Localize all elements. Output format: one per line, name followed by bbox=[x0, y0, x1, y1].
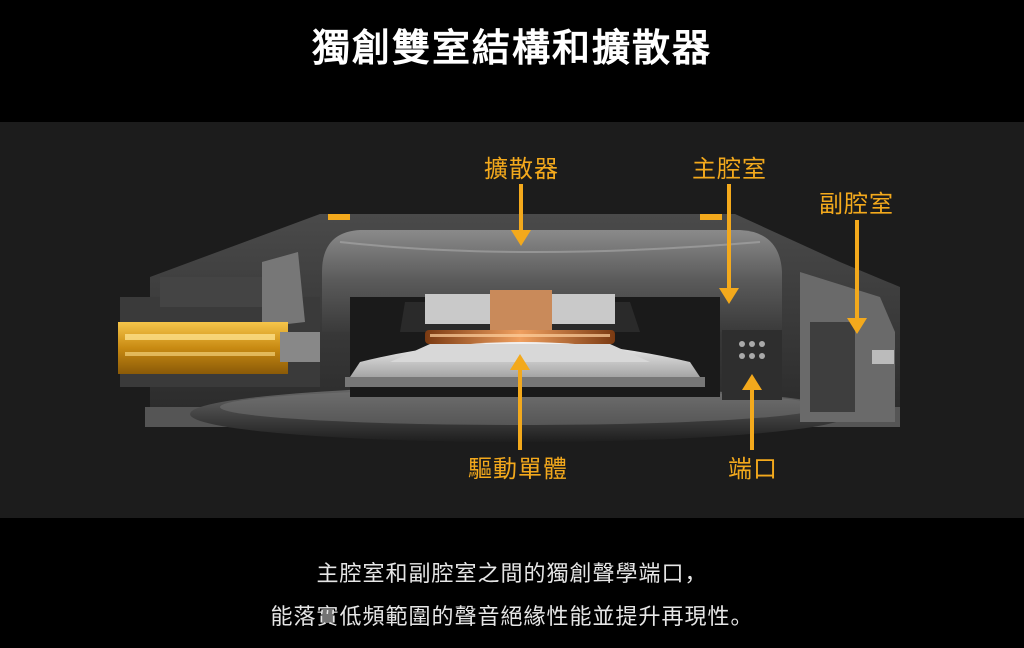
gold-connector bbox=[118, 322, 320, 374]
label-port: 端口 bbox=[728, 455, 778, 483]
page-title: 獨創雙室結構和擴散器 bbox=[311, 26, 712, 70]
acoustic-port bbox=[722, 330, 782, 400]
label-driver-unit: 驅動單體 bbox=[468, 455, 568, 483]
speaker-cross-section bbox=[118, 184, 900, 450]
arrow-sub-chamber bbox=[847, 318, 867, 334]
caption-line-1: 主腔室和副腔室之間的獨創聲學端口， bbox=[316, 562, 708, 587]
label-diffuser: 擴散器 bbox=[484, 155, 559, 183]
vent-mark-left bbox=[328, 214, 350, 220]
voice-coil bbox=[425, 330, 615, 344]
label-main-chamber: 主腔室 bbox=[692, 155, 767, 183]
callout-arrows bbox=[510, 184, 867, 450]
arrow-driver-unit bbox=[510, 354, 530, 370]
caption-line-2: 能落實低頻範圍的聲音絕緣性能並提升再現性。 bbox=[270, 605, 754, 630]
arrow-main-chamber bbox=[719, 288, 739, 304]
diagram-panel: 擴散器 主腔室 副腔室 驅動單體 端口 bbox=[0, 122, 1024, 518]
label-sub-chamber: 副腔室 bbox=[819, 190, 894, 218]
arrow-port bbox=[742, 374, 762, 390]
vent-mark-right bbox=[700, 214, 722, 220]
magnet bbox=[490, 290, 552, 330]
arrow-diffuser bbox=[511, 230, 531, 246]
